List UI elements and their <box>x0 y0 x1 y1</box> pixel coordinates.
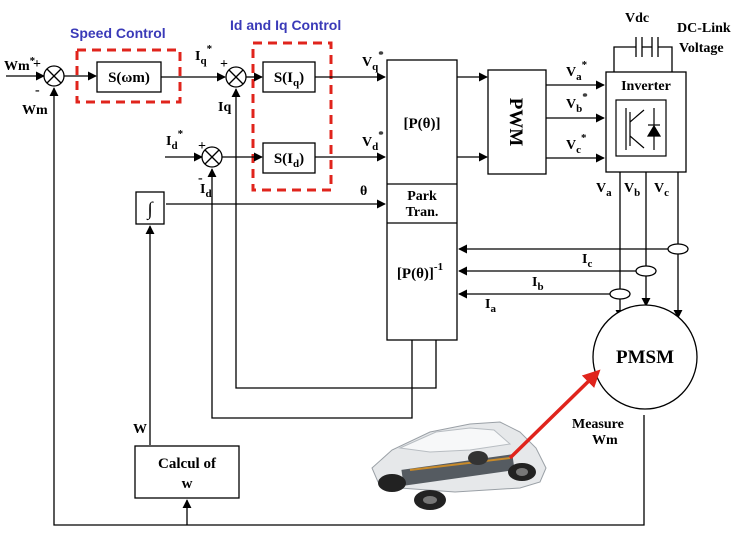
iq-controller-block <box>262 61 316 93</box>
vb-ref-label: Vb* <box>566 91 588 115</box>
pmsm-motor <box>592 304 698 410</box>
iq-controller-label: S(Iq) <box>274 70 304 89</box>
ib-label: Ib <box>532 275 544 293</box>
vc-label: Vc <box>654 181 669 199</box>
park-tran-label: Park <box>407 189 437 204</box>
current-sensor-b <box>635 265 657 277</box>
park-label: [P(θ)] <box>404 116 441 132</box>
minus-sign-id: - <box>198 171 203 186</box>
igbt-icon <box>615 99 667 157</box>
speed-controller-label: S(ωm) <box>108 70 150 86</box>
vq-ref-label: Vq* <box>362 49 384 73</box>
current-sensor-c <box>667 243 689 255</box>
park-tran-label-2: Tran. <box>406 205 439 220</box>
inverter-block <box>605 71 687 173</box>
id-iq-control-dashed-box <box>251 41 333 192</box>
integrator-block <box>135 191 165 225</box>
wm-ref-label: Wm* <box>4 55 36 74</box>
id-iq-control-title: Id and Iq Control <box>230 17 341 33</box>
speed-summing-junction <box>43 65 65 87</box>
w-label: W <box>133 422 147 437</box>
dc-link-capacitors-icon <box>613 37 673 72</box>
vb-label: Vb <box>624 181 640 199</box>
pwm-label: PWM <box>505 98 526 147</box>
id-fb-label: Id <box>200 182 212 200</box>
current-sensor-a <box>609 288 631 300</box>
calcul-w-block <box>134 445 240 499</box>
id-controller-block <box>262 142 316 174</box>
inverse-park-label: [P(θ)]-1 <box>397 261 443 282</box>
minus-sign: - <box>35 83 40 98</box>
id-summing-junction <box>201 146 223 168</box>
iq-summing-junction <box>225 66 247 88</box>
id-controller-label: S(Id) <box>274 151 304 170</box>
integrator-label: ∫ <box>146 199 154 221</box>
ic-label: Ic <box>582 252 592 270</box>
ia-label: Ia <box>485 297 496 315</box>
inverter-label: Inverter <box>621 79 671 94</box>
calcul-w-label-2: w <box>182 476 193 492</box>
vd-ref-label: Vd* <box>362 129 384 153</box>
vc-ref-label: Vc* <box>566 132 587 156</box>
ev-chassis-illustration <box>371 421 547 510</box>
id-ref-label: Id* <box>166 128 184 152</box>
calcul-w-label-1: Calcul of <box>158 456 217 472</box>
iq-fb-label: Iq <box>218 100 231 115</box>
va-label: Va <box>596 181 612 199</box>
park-transform-block <box>386 59 458 341</box>
plus-sign-iq: + <box>220 57 228 72</box>
iq-ref-label: Iq* <box>195 43 213 67</box>
dc-link-label: DC-Link <box>677 21 731 36</box>
va-ref-label: Va* <box>566 59 588 83</box>
speed-control-title: Speed Control <box>70 25 166 41</box>
dc-link-voltage-label: Voltage <box>679 41 724 56</box>
plus-sign: + <box>33 57 41 72</box>
measure-wm-label: Wm <box>592 433 618 448</box>
plus-sign-id: + <box>198 139 206 154</box>
vdc-label: Vdc <box>625 11 649 26</box>
red-pointer-arrow <box>508 369 601 460</box>
pwm-block <box>487 69 547 175</box>
measure-label: Measure <box>572 417 624 432</box>
theta-label: θ <box>360 184 367 199</box>
pmsm-label: PMSM <box>616 347 674 368</box>
wm-fb-label: Wm <box>22 103 48 118</box>
speed-control-dashed-box <box>75 48 182 104</box>
